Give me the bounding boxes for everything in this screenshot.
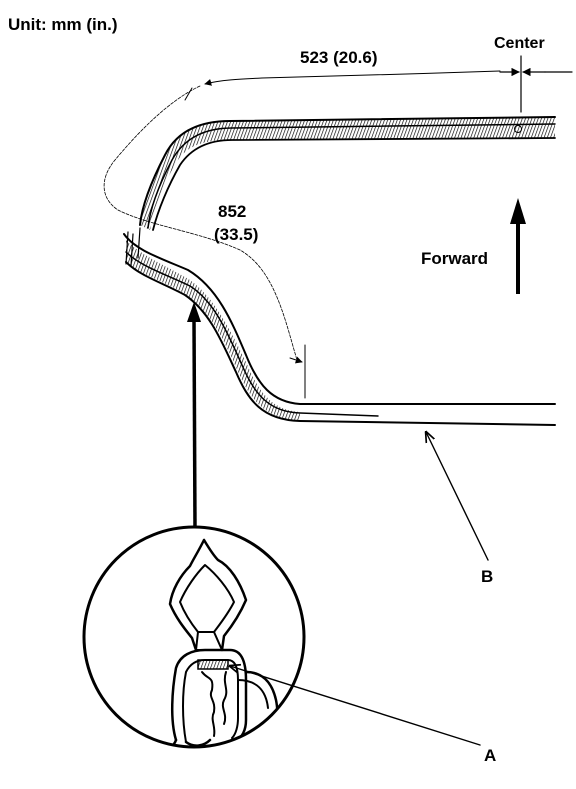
center-label: Center bbox=[494, 35, 545, 52]
detail-leader-arrow bbox=[187, 302, 201, 529]
dimension-side-label-line1: 852 bbox=[218, 202, 246, 221]
callout-a-leader bbox=[230, 666, 481, 746]
detail-circle bbox=[82, 525, 306, 749]
callout-b-leader bbox=[426, 432, 489, 561]
forward-label: Forward bbox=[421, 249, 488, 268]
unit-label: Unit: mm (in.) bbox=[8, 15, 118, 34]
door-opening-outline bbox=[123, 116, 556, 426]
dimension-side-label-line2: (33.5) bbox=[214, 225, 258, 244]
forward-arrow bbox=[510, 198, 526, 294]
dimension-top-label: 523 (20.6) bbox=[300, 48, 378, 67]
dimension-side-marker bbox=[289, 344, 306, 399]
callout-b-label: B bbox=[481, 567, 493, 586]
dimension-top-line bbox=[103, 70, 501, 361]
callout-a-label: A bbox=[484, 746, 496, 765]
